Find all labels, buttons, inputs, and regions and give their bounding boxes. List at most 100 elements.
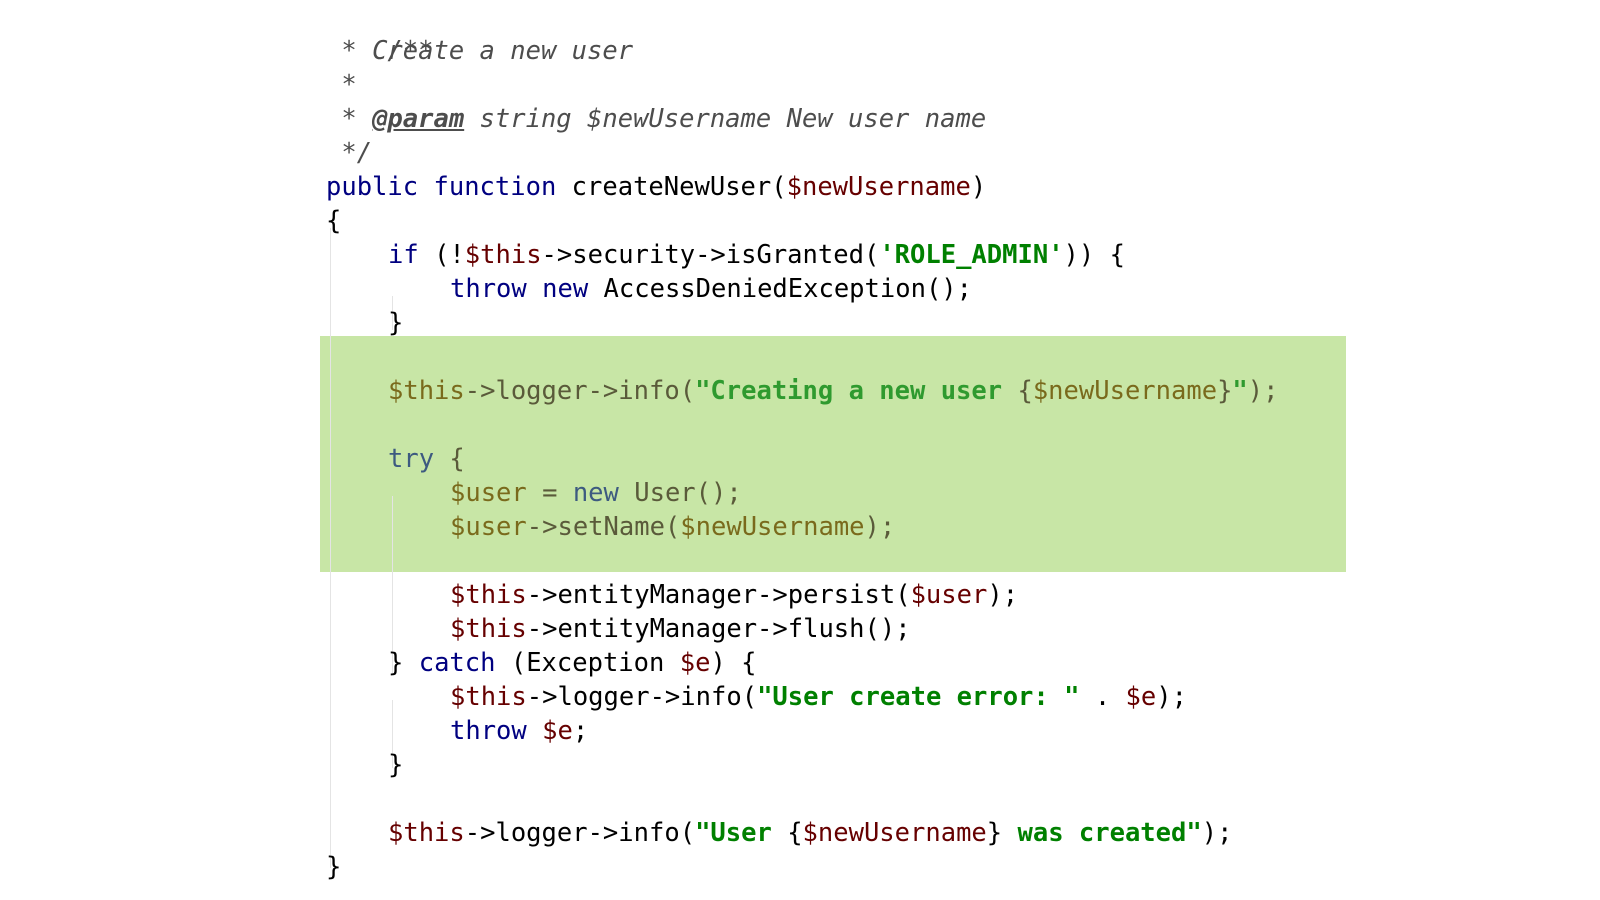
doc-param-tag: @param (372, 104, 465, 134)
doc-star: * (326, 104, 373, 134)
set-name-call: ->setName( (526, 512, 681, 542)
code-line: $this->entityManager->persist($user); (450, 578, 1018, 612)
this-variable: $this (450, 682, 527, 712)
end-call: ); (1247, 376, 1279, 406)
code-line: throw new AccessDeniedException(); (450, 272, 972, 306)
catch-tail: ) { (710, 648, 757, 678)
interp-brace-close: } (1217, 376, 1233, 406)
string-user: "User (695, 818, 788, 848)
code-line: /** (326, 0, 433, 66)
doc-param-text: string $newUsername New user name (464, 104, 987, 134)
statement-end: ; (572, 716, 589, 746)
keyword-throw: throw (450, 274, 527, 304)
security-call: ->security->isGranted( (541, 240, 880, 270)
code-line: * @param string $newUsername New user na… (326, 102, 986, 136)
string-quote-end: " (1232, 376, 1248, 406)
this-variable: $this (464, 240, 542, 270)
keyword-try: try (388, 444, 435, 474)
code-line: } catch (Exception $e) { (388, 646, 757, 680)
flush-call: ->entityManager->flush(); (526, 614, 911, 644)
this-variable: $this (450, 580, 527, 610)
code-line: try { (388, 442, 465, 476)
interp-brace-close: } (986, 818, 1003, 848)
code-line: $user = new User(); (450, 476, 742, 510)
doc-blank: * (326, 70, 357, 100)
interp-brace-open: { (1017, 376, 1033, 406)
logger-info-call: ->logger->info( (526, 682, 758, 712)
indent-guide (392, 296, 393, 330)
exception-type: (Exception (495, 648, 680, 678)
paren-close: ) (970, 172, 987, 202)
access-denied-exception: AccessDeniedException(); (588, 274, 972, 304)
keyword-function: function (433, 172, 557, 202)
code-line: * (326, 68, 357, 102)
end-call: ); (1201, 818, 1233, 848)
doc-comment-open: /** (387, 36, 434, 66)
this-variable: $this (388, 376, 465, 406)
function-name: createNewUser( (556, 172, 787, 202)
code-line: { (326, 204, 341, 238)
code-line: } (388, 748, 403, 782)
keyword-new: new (572, 478, 619, 508)
doc-summary: Create a new user (372, 36, 634, 66)
end-call: ); (987, 580, 1019, 610)
string-user-create-error: "User create error: " (757, 682, 1080, 712)
logger-info-call: ->logger->info( (464, 818, 696, 848)
code-line: $this->logger->info("Creating a new user… (388, 374, 1279, 408)
this-variable: $this (450, 614, 527, 644)
string-creating-user: "Creating a new user (695, 376, 1018, 406)
this-variable: $this (388, 818, 465, 848)
if-close: )) { (1063, 240, 1125, 270)
user-variable: $user (910, 580, 988, 610)
doc-star: * (326, 36, 373, 66)
logger-info-call: ->logger->info( (464, 376, 696, 406)
brace-open: { (434, 444, 465, 474)
code-line: $user->setName($newUsername); (450, 510, 895, 544)
exception-variable: $e (542, 716, 573, 746)
concat-operator: . (1079, 682, 1126, 712)
if-open: (! (418, 240, 465, 270)
code-line: throw $e; (450, 714, 588, 748)
param-variable: $newUsername (786, 172, 971, 202)
code-line: if (!$this->security->isGranted('ROLE_AD… (388, 238, 1125, 272)
param-variable: $newUsername (680, 512, 865, 542)
brace-close: } (388, 750, 404, 780)
brace-close: } (326, 852, 342, 882)
indent-guide (392, 700, 393, 768)
indent-guide (330, 228, 331, 868)
code-line: public function createNewUser($newUserna… (326, 170, 986, 204)
user-constructor: User(); (618, 478, 742, 508)
end-call: ); (864, 512, 896, 542)
user-variable: $user (450, 512, 527, 542)
brace-close: } (388, 308, 404, 338)
code-line: } (388, 306, 403, 340)
doc-comment-close: */ (326, 138, 373, 168)
keyword-new: new (542, 274, 589, 304)
code-line: * Create a new user (326, 34, 633, 68)
exception-variable: $e (679, 648, 711, 678)
code-line: $this->entityManager->flush(); (450, 612, 911, 646)
user-variable: $user (450, 478, 527, 508)
string-role-admin: 'ROLE_ADMIN' (879, 240, 1064, 270)
catch-brace: } (388, 648, 419, 678)
indent-guide (392, 496, 393, 674)
brace-open: { (326, 206, 342, 236)
param-variable: $newUsername (1032, 376, 1218, 406)
code-line: } (326, 850, 341, 884)
interp-brace-open: { (787, 818, 803, 848)
keyword-throw: throw (450, 716, 527, 746)
code-line: $this->logger->info("User {$newUsername}… (388, 816, 1232, 850)
keyword-public: public (326, 172, 419, 202)
exception-variable: $e (1125, 682, 1157, 712)
keyword-if: if (388, 240, 419, 270)
keyword-catch: catch (418, 648, 496, 678)
string-was-created: was created" (1002, 818, 1202, 848)
end-call: ); (1156, 682, 1187, 712)
selection-highlight (320, 336, 1346, 572)
persist-call: ->entityManager->persist( (526, 580, 911, 610)
assign-operator: = (526, 478, 573, 508)
code-line: $this->logger->info("User create error: … (450, 680, 1187, 714)
code-line: */ (326, 136, 372, 170)
param-variable: $newUsername (802, 818, 987, 848)
